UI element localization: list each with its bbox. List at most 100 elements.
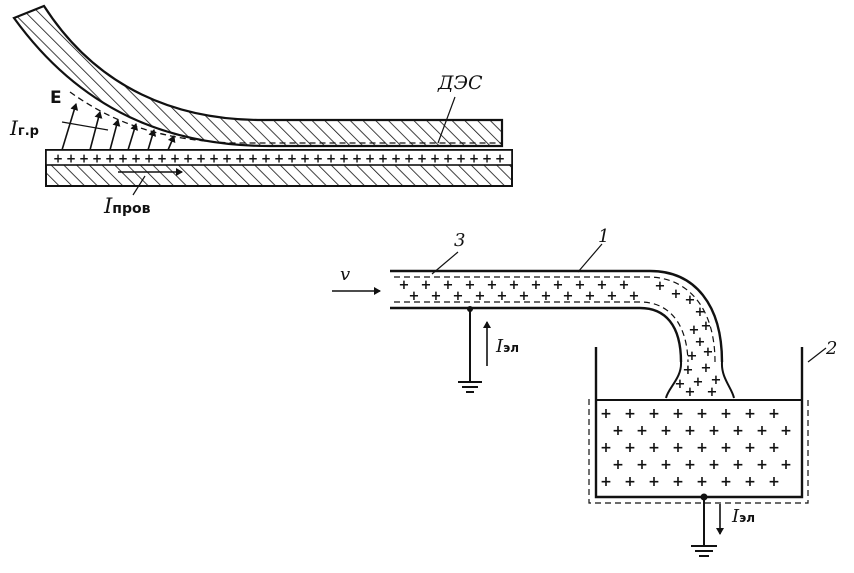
plus-charge: +: [708, 423, 720, 439]
plus-charge: +: [431, 289, 442, 304]
double-layer-leader: [437, 96, 456, 144]
pipe-ground-symbol: [458, 381, 482, 393]
tank-ground-current-label: Iэл: [732, 506, 755, 527]
plus-charge: +: [482, 152, 492, 166]
plus-charge: +: [612, 457, 624, 473]
plus-charge: +: [248, 152, 258, 166]
tank-ground-current-symbol: I: [732, 506, 740, 527]
plus-charge: +: [274, 152, 284, 166]
plus-charge: +: [648, 440, 660, 456]
pipe-dashed-top: [394, 276, 716, 363]
plus-charge: +: [118, 152, 128, 166]
plus-charge: +: [660, 423, 672, 439]
plus-charge: +: [453, 289, 464, 304]
plus-charge: +: [409, 289, 420, 304]
plus-charge: +: [196, 152, 206, 166]
conductor-current-subscript: пров: [112, 201, 151, 217]
plus-charge: +: [79, 152, 89, 166]
pipe-number-leader: [431, 251, 459, 275]
tank-ground-current-subscript: эл: [739, 511, 756, 525]
velocity-label: v: [340, 264, 351, 285]
plus-charge: +: [612, 423, 624, 439]
plus-charge: +: [443, 278, 454, 293]
plus-charge: +: [261, 152, 271, 166]
plus-charge: +: [711, 373, 722, 388]
conductor-current-label: Iпров: [104, 194, 150, 218]
tank-number-label: 2: [826, 338, 838, 359]
pipe-callout-label: 1: [598, 226, 610, 247]
plus-charge: +: [92, 152, 102, 166]
plus-charge: +: [683, 363, 694, 378]
plus-charge: +: [744, 474, 756, 490]
plus-charge: +: [695, 335, 706, 350]
plus-charge: +: [519, 289, 530, 304]
field-arrow: [61, 103, 79, 151]
plus-charge: +: [629, 289, 640, 304]
plus-charge: +: [469, 152, 479, 166]
plus-charge: +: [687, 349, 698, 364]
plus-charge: +: [744, 406, 756, 422]
plus-charge: +: [600, 440, 612, 456]
plus-charge: +: [313, 152, 323, 166]
plus-charge: +: [703, 345, 714, 360]
plus-charge: +: [399, 278, 410, 293]
field-arrow: [147, 129, 157, 151]
conductor-current-symbol: I: [104, 194, 113, 218]
plus-charge: +: [531, 278, 542, 293]
discharge-current-subscript: г.р: [17, 124, 39, 139]
plus-charge: +: [541, 289, 552, 304]
plus-charge: +: [456, 152, 466, 166]
plus-charge: +: [624, 406, 636, 422]
conductor-positive-charges: +++++++++++++++++++++++++++++++++++: [53, 152, 505, 166]
plus-charge: +: [780, 457, 792, 473]
plus-charge: +: [672, 440, 684, 456]
tank-ground-node: [700, 493, 708, 501]
plus-charge: +: [720, 474, 732, 490]
plus-charge: +: [365, 152, 375, 166]
conductor-charge-strip: [45, 149, 513, 166]
pipe-ground-current-subscript: эл: [503, 341, 520, 355]
plus-charge: +: [619, 278, 630, 293]
plus-charge: +: [66, 152, 76, 166]
plus-charge: +: [105, 152, 115, 166]
field-arrow: [109, 119, 121, 151]
plus-charge: +: [756, 423, 768, 439]
pipe-ground-current-symbol: I: [496, 336, 504, 357]
plus-charge: +: [144, 152, 154, 166]
plus-charge: +: [585, 289, 596, 304]
plus-charge: +: [744, 440, 756, 456]
plus-charge: +: [235, 152, 245, 166]
plus-charge: +: [693, 375, 704, 390]
plus-charge: +: [768, 440, 780, 456]
plus-charge: +: [701, 319, 712, 334]
plus-charge: +: [684, 457, 696, 473]
plus-charge: +: [672, 474, 684, 490]
discharge-current-leader: [61, 121, 109, 131]
field-arrow: [89, 111, 103, 151]
plus-charge: +: [183, 152, 193, 166]
plus-charge: +: [780, 423, 792, 439]
plus-charge: +: [696, 440, 708, 456]
plus-charge: +: [648, 406, 660, 422]
plus-charge: +: [209, 152, 219, 166]
plus-charge: +: [157, 152, 167, 166]
plus-charge: +: [624, 474, 636, 490]
discharge-current-label: Iг.р: [10, 116, 39, 140]
plus-charge: +: [553, 278, 564, 293]
field-arrow: [127, 123, 139, 151]
pipe-dashed-bottom: [394, 301, 689, 363]
plus-charge: +: [378, 152, 388, 166]
plus-charge: +: [685, 385, 696, 400]
pipe-wall-bottom: [390, 306, 683, 363]
plus-charge: +: [671, 287, 682, 302]
plus-charge: +: [430, 152, 440, 166]
plus-charge: +: [509, 278, 520, 293]
plus-charge: +: [495, 152, 505, 166]
falling-stream: [665, 361, 735, 399]
plus-charge: +: [600, 474, 612, 490]
plus-charge: +: [648, 474, 660, 490]
top-figure: +++++++++++++++++++++++++++++++++++: [12, 4, 513, 196]
curved-film: [12, 4, 504, 148]
plus-charge: +: [497, 289, 508, 304]
plus-charge: +: [339, 152, 349, 166]
